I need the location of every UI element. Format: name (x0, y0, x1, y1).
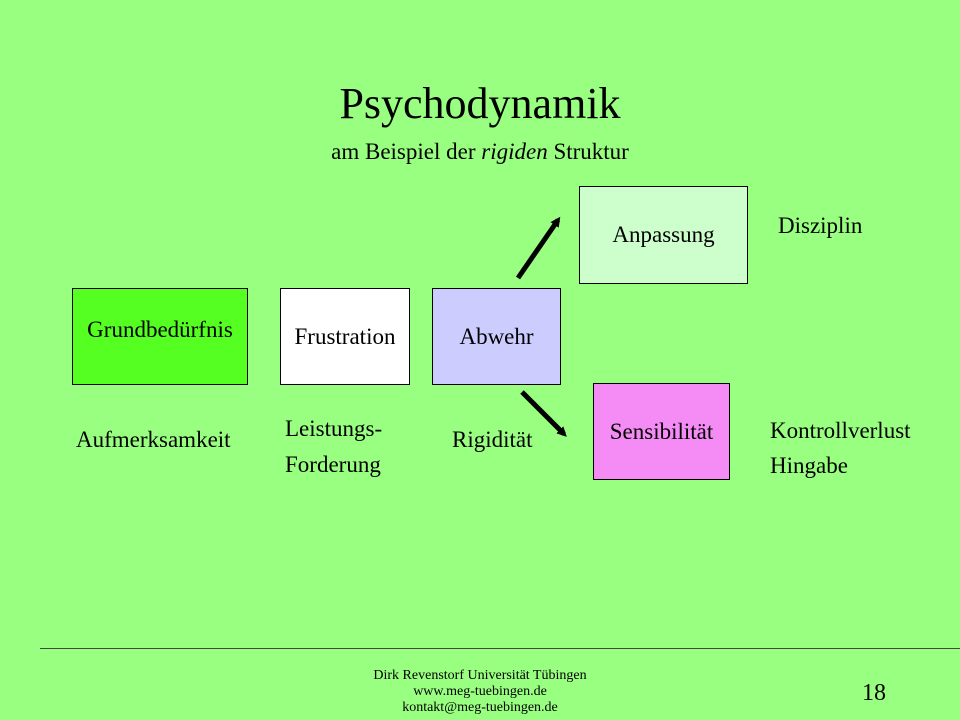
abwehr-box: Abwehr (432, 288, 561, 385)
subtitle-prefix: am Beispiel der (331, 139, 482, 164)
grundbeduerfnis-box: Grundbedürfnis (72, 288, 248, 385)
grundbeduerfnis-label: Grundbedürfnis (87, 317, 233, 342)
footer-author: Dirk Revenstorf Universität Tübingen (373, 668, 587, 683)
footer-website: www.meg-tuebingen.de (413, 684, 547, 699)
subtitle-suffix: Struktur (547, 139, 629, 164)
sensibilitaet-label: Sensibilität (609, 418, 714, 444)
sensibilitaet-box: Sensibilität (593, 383, 730, 480)
frustration-label: Frustration (294, 323, 396, 349)
rigiditaet-label: Rigidität (452, 427, 533, 452)
page-subtitle: am Beispiel der rigiden Struktur (0, 138, 960, 166)
aufmerksamkeit-label: Aufmerksamkeit (76, 427, 231, 452)
kontrollverlust-label: Kontrollverlust (770, 418, 911, 443)
arrow-down (520, 390, 567, 437)
anpassung-box: Anpassung (579, 186, 748, 284)
subtitle-emphasis: rigiden (481, 139, 548, 164)
hingabe-label: Hingabe (770, 453, 848, 478)
disziplin-label: Disziplin (778, 213, 863, 238)
page-title: Psychodynamik (339, 79, 621, 128)
frustration-box: Frustration (280, 288, 410, 385)
page-number: 18 (862, 680, 886, 706)
footer-divider (40, 648, 960, 649)
anpassung-label: Anpassung (612, 222, 715, 247)
arrow-up (515, 216, 561, 280)
abwehr-label: Abwehr (459, 323, 534, 349)
footer: Dirk Revenstorf Universität Tübingen www… (0, 668, 960, 716)
leistungs-label: Leistungs- (285, 416, 383, 441)
footer-email: kontakt@meg-tuebingen.de (402, 700, 558, 715)
forderung-label: Forderung (285, 452, 381, 477)
